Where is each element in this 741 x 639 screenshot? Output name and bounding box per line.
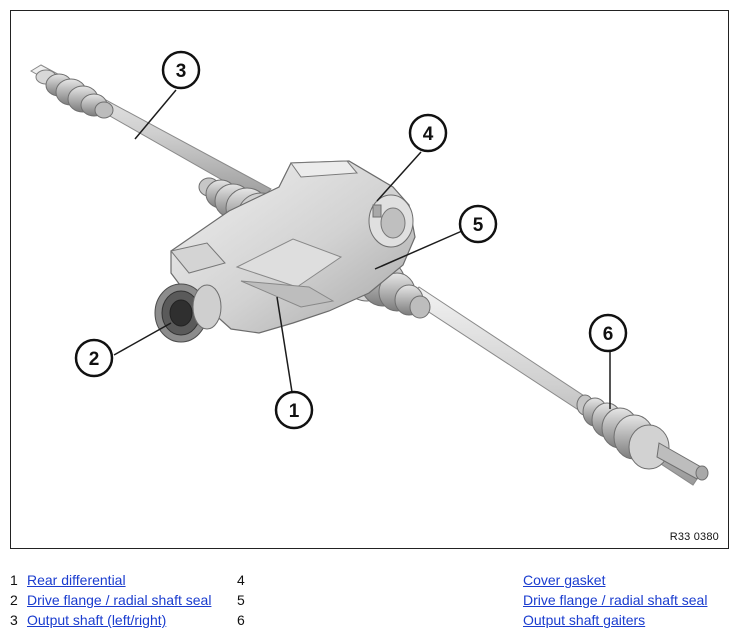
leader-line-5 [374, 230, 463, 270]
legend-link-rear-differential[interactable]: Rear differential [27, 572, 126, 588]
legend-number: 4 [237, 572, 245, 588]
parts-legend: 1 Rear differential 4 Cover gasket 2 Dri… [0, 571, 741, 635]
callout-1: 1 [274, 390, 314, 430]
legend-number: 6 [237, 612, 245, 628]
callout-3: 3 [161, 50, 201, 90]
callout-6: 6 [588, 313, 628, 353]
right-output-shaft [340, 244, 709, 486]
legend-link-drive-flange-seal-front[interactable]: Drive flange / radial shaft seal [27, 592, 212, 608]
callout-2-label: 2 [89, 349, 100, 370]
rear-axle-illustration: 3 4 5 6 2 1 [30, 50, 709, 486]
legend-link-output-shaft[interactable]: Output shaft (left/right) [27, 612, 167, 628]
left-outer-cv-boot [35, 69, 114, 119]
legend-link-output-shaft-gaiters[interactable]: Output shaft gaiters [523, 612, 646, 628]
legend-number: 5 [237, 592, 245, 608]
callout-5-label: 5 [473, 215, 484, 236]
callout-5: 5 [458, 204, 498, 244]
legend-link-cover-gasket[interactable]: Cover gasket [523, 572, 606, 588]
legend-number: 1 [10, 572, 18, 588]
callout-2: 2 [74, 338, 114, 378]
rear-differential-housing [170, 160, 416, 334]
legend-number: 2 [10, 592, 18, 608]
legend-row: 3 Output shaft (left/right) 6 Output sha… [0, 611, 741, 631]
callout-6-label: 6 [603, 324, 614, 345]
legend-number: 3 [10, 612, 18, 628]
right-outer-cv-boot [576, 394, 709, 481]
leader-line-2 [113, 322, 172, 356]
legend-link-drive-flange-seal-side[interactable]: Drive flange / radial shaft seal [523, 592, 708, 608]
callout-4: 4 [408, 113, 448, 153]
legend-row: 2 Drive flange / radial shaft seal 5 Dri… [0, 591, 741, 611]
front-drive-flange [154, 283, 222, 343]
callout-1-label: 1 [289, 401, 300, 422]
callout-4-label: 4 [423, 124, 434, 145]
callout-3-label: 3 [176, 61, 187, 82]
diagram-frame: 3 4 5 6 2 1 R33 0380 [10, 10, 729, 549]
callout-leader-lines [113, 89, 611, 409]
figure-reference-code: R33 0380 [669, 531, 719, 543]
leader-line-3 [134, 89, 177, 140]
leader-line-4 [376, 151, 422, 202]
legend-row: 1 Rear differential 4 Cover gasket [0, 571, 741, 591]
leader-line-1 [276, 296, 293, 393]
